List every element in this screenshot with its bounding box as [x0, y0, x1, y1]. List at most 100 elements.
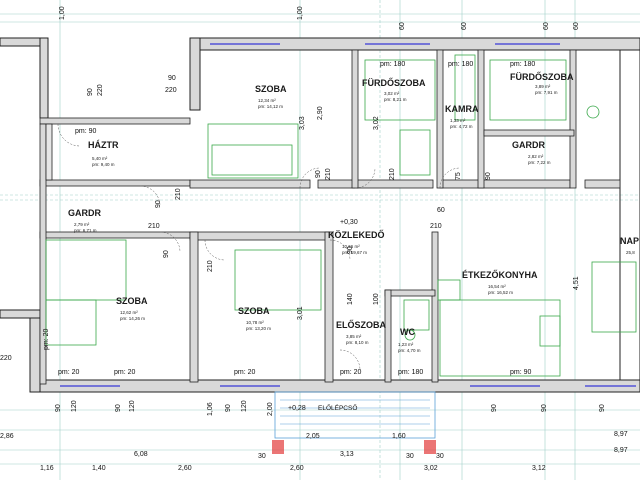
dim-220-a: 220: [165, 87, 177, 94]
dim-bottom-608: 6,08: [134, 451, 148, 458]
room-perimeter-eloszoba: pm: 8,10 m: [346, 340, 369, 345]
windows: [60, 43, 636, 387]
dim-90-d: 90: [485, 172, 492, 180]
dim-bottom-120-a: 120: [71, 400, 78, 412]
dim-pm180-d: pm: 180: [398, 369, 423, 376]
room-area-haztr: 5,40 m²: [92, 156, 108, 161]
dim-pm20-c: pm: 20: [234, 369, 256, 376]
room-label-kamra: KAMRA: [445, 104, 479, 114]
dim-bottom-312: 3,12: [532, 465, 546, 472]
dim-bottom-90-b: 90: [115, 404, 122, 412]
room-label-szoba-top: SZOBA: [255, 84, 287, 94]
dim-bottom-30-c: 30: [436, 453, 444, 460]
dim-220-c: 220: [0, 355, 12, 362]
dim-303: 3,03: [299, 116, 306, 130]
room-area-gardr-right: 2,82 m²: [528, 154, 544, 159]
room-area-gardr-left: 2,79 m²: [74, 222, 90, 227]
dim-220-b: 220: [97, 84, 104, 96]
dim-90-e: 90: [155, 200, 162, 208]
dim-210-d: 210: [148, 223, 160, 230]
room-perimeter-etkezokonyha: pm: 16,52 m: [488, 290, 513, 295]
dim-60: 60: [437, 207, 445, 214]
dim-pm20-a: pm: 20: [58, 369, 80, 376]
dim-451: 4,51: [573, 276, 580, 290]
dim-bottom-200: 2,00: [267, 402, 274, 416]
dim-302: 3,02: [373, 116, 380, 130]
dim-pm20-e: pm: 20: [340, 369, 362, 376]
dim-90-g: 90: [347, 246, 354, 254]
dim-90-b: 90: [87, 88, 94, 96]
room-label-etkezokonyha: ÉTKEZŐKONYHA: [462, 269, 538, 280]
dim-100: 100: [373, 293, 380, 305]
dim-bottom-90-d: 90: [491, 404, 498, 412]
room-perimeter-kozlekedo: pm: 19,67 m: [342, 250, 367, 255]
dim-top-1: 1,00: [59, 6, 66, 20]
dim-210-f: 210: [207, 260, 214, 272]
room-area-szoba-left: 12,62 m²: [120, 310, 138, 315]
dim-210-e: 210: [430, 223, 442, 230]
dim-top-2: 1,00: [297, 6, 304, 20]
room-label-nap: NAP: [620, 236, 639, 246]
room-perimeter-gardr-left: pm: 6,71 m: [74, 228, 97, 233]
dim-bottom-90-f: 90: [541, 404, 548, 412]
room-area-etkezokonyha: 16,54 m²: [488, 284, 506, 289]
dim-pm180-b: pm: 180: [448, 61, 473, 68]
dim-140: 140: [347, 293, 354, 305]
room-perimeter-kamra: pm: 4,72 m: [450, 124, 473, 129]
room-perimeter-furdoszoba-left: pm: 8,21 m: [384, 97, 407, 102]
room-label-szoba-left: SZOBA: [116, 296, 148, 306]
dim-bottom-116: 1,16: [40, 465, 54, 472]
dim-290: 2,90: [317, 106, 324, 120]
dim-top-4: 60: [461, 22, 468, 30]
dim-pm20-b: pm: 20: [114, 369, 136, 376]
room-area-eloszoba: 3,85 m²: [346, 334, 362, 339]
dim-90-f: 90: [163, 250, 170, 258]
room-perimeter-wc: pm: 4,70 m: [398, 348, 421, 353]
dim-pm20-d: pm: 20: [43, 328, 50, 350]
dim-pm90-a: pm: 90: [75, 128, 97, 135]
dim-75: 75: [455, 172, 462, 180]
room-label-haztr: HÁZTR: [88, 140, 119, 150]
room-label-gardr-left: GARDR: [68, 208, 101, 218]
room-area-kozlekedo: 10,66 m²: [342, 244, 360, 249]
dim-90-a: 90: [168, 75, 176, 82]
room-label-gardr-right: GARDR: [512, 140, 545, 150]
dim-bottom-260-a: 2,60: [178, 465, 192, 472]
room-perimeter-szoba-left: pm: 14,26 m: [120, 316, 145, 321]
dim-pm180-c: pm: 180: [510, 61, 535, 68]
room-perimeter-furdoszoba-right: pm: 7,91 m: [535, 90, 558, 95]
room-label-eloszoba: ELŐSZOBA: [336, 319, 387, 330]
room-label-elolepcso: ELŐLÉPCSŐ: [318, 403, 357, 412]
room-labels: HÁZTR 5,40 m² pm: 9,40 m SZOBA 12,34 m² …: [68, 71, 639, 412]
dim-top-5: 60: [543, 22, 550, 30]
dim-bottom-90-e: 90: [599, 404, 606, 412]
dim-301: 3,01: [297, 306, 304, 320]
dim-bottom-plus028: +0,28: [288, 405, 306, 412]
room-perimeter-haztr: pm: 9,40 m: [92, 162, 115, 167]
room-label-furdoszoba-left: FÜRDŐSZOBA: [362, 77, 426, 88]
dim-bottom-286: 2,86: [0, 433, 14, 440]
dim-bottom-106: 1,06: [207, 402, 214, 416]
dim-90-c: 90: [315, 170, 322, 178]
room-perimeter-szoba-middle: pm: 13,20 m: [246, 326, 271, 331]
dim-bottom-897-b: 8,97: [614, 447, 628, 454]
room-area-furdoszoba-left: 3,02 m²: [384, 91, 400, 96]
dim-bottom-120-b: 120: [129, 400, 136, 412]
dim-bottom-205: 2,05: [306, 433, 320, 440]
room-area-nap: 25,8: [626, 250, 635, 255]
room-area-szoba-middle: 10,78 m²: [246, 320, 264, 325]
dim-210-b: 210: [325, 168, 332, 180]
dim-bottom-897-a: 8,97: [614, 431, 628, 438]
room-label-szoba-middle: SZOBA: [238, 306, 270, 316]
room-label-wc: WC: [400, 327, 415, 337]
dim-pm180-a: pm: 180: [380, 61, 405, 68]
door-swings: [57, 123, 461, 371]
dim-bottom-313: 3,13: [340, 451, 354, 458]
dim-bottom-30-b: 30: [406, 453, 414, 460]
room-area-furdoszoba-right: 3,89 m²: [535, 84, 551, 89]
dim-top-6: 60: [573, 22, 580, 30]
front-steps: [272, 391, 436, 454]
dim-pm90-b: pm: 90: [510, 369, 532, 376]
dim-210-a: 210: [175, 188, 182, 200]
